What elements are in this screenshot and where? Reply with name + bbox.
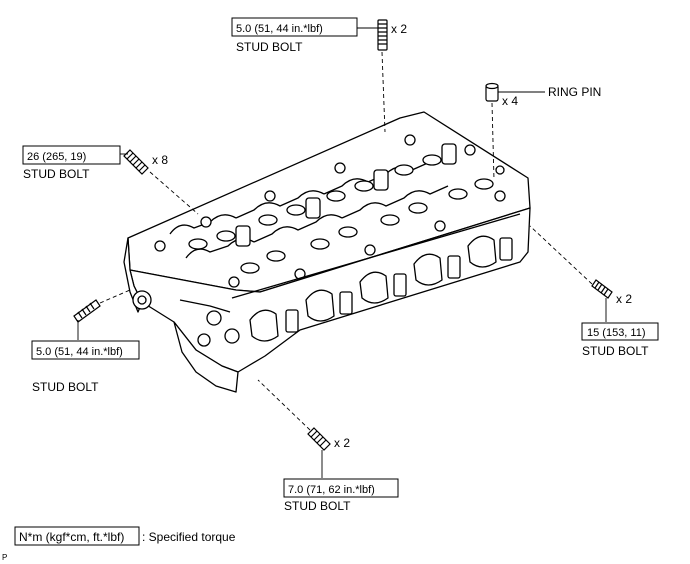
ring-pin	[485, 82, 499, 102]
callout-lines	[77, 27, 607, 478]
quantity-right: x 2	[616, 292, 632, 306]
quantity-upper-left: x 8	[152, 153, 168, 167]
stud-bolt-bottom	[307, 427, 331, 451]
torque-value-top: 5.0 (51, 44 in.*lbf)	[236, 23, 323, 35]
legend-unit-box: N*m (kgf*cm, ft.*lbf)	[19, 530, 124, 544]
quantity-bottom: x 2	[334, 436, 350, 450]
part-label-upper-left: STUD BOLT	[23, 167, 90, 181]
quantity-ring-pin: x 4	[502, 94, 518, 108]
part-label-top: STUD BOLT	[236, 40, 303, 54]
leader-lines	[99, 51, 593, 431]
part-label-bottom: STUD BOLT	[284, 499, 351, 513]
legend-description: : Specified torque	[142, 530, 236, 544]
torque-value-right: 15 (153, 11)	[587, 327, 646, 339]
stud-bolt-lower-left	[73, 299, 101, 323]
part-label-ring-pin: RING PIN	[548, 85, 601, 99]
part-label-right: STUD BOLT	[582, 344, 649, 358]
torque-boxes	[14, 17, 659, 546]
torque-value-bottom: 7.0 (71, 62 in.*lbf)	[288, 484, 375, 496]
stud-bolt-top	[377, 19, 388, 51]
torque-value-upper-left: 26 (265, 19)	[27, 151, 86, 163]
cylinder-head-illustration	[123, 111, 531, 393]
quantity-top: x 2	[391, 22, 407, 36]
stud-bolt-right	[591, 279, 613, 299]
torque-value-lower-left: 5.0 (51, 44 in.*lbf)	[36, 346, 123, 358]
part-label-lower-left: STUD BOLT	[32, 380, 99, 394]
figure-code: P	[2, 553, 7, 562]
